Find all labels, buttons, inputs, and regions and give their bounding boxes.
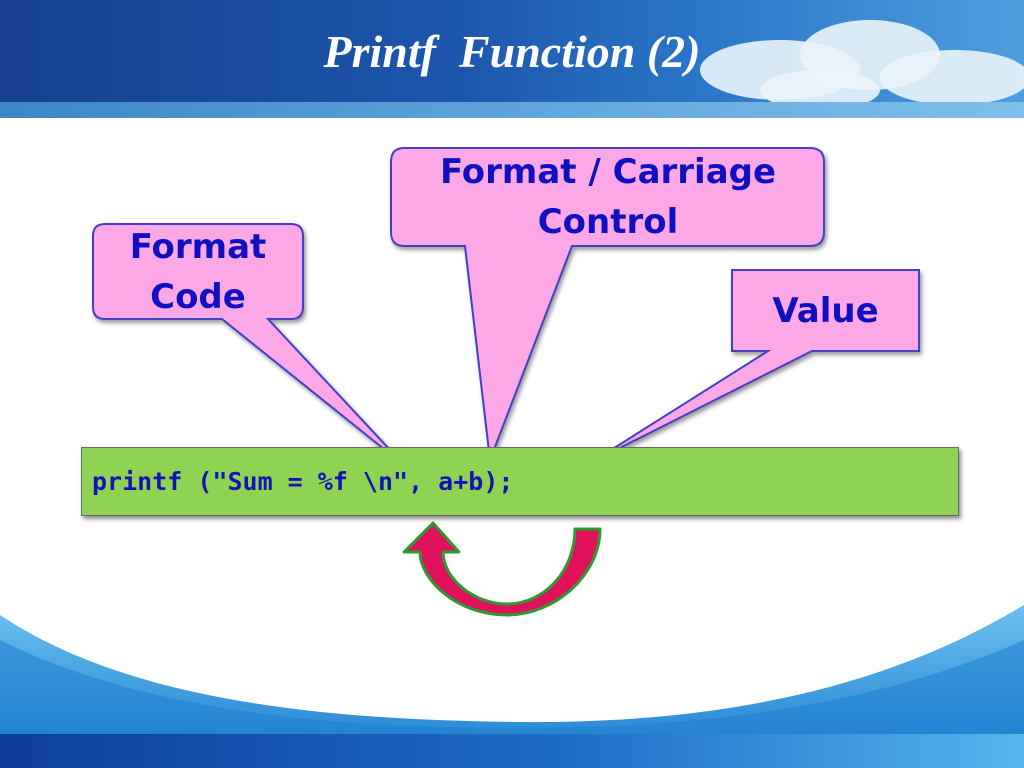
- bottom-wave: [0, 605, 1024, 735]
- slide-header: [0, 0, 1024, 102]
- slide-title: Printf Function (2): [323, 26, 701, 77]
- slide-footer: [0, 734, 1024, 768]
- format-code-balloon: [92, 223, 406, 467]
- value-label: Value: [772, 291, 879, 331]
- header-strip: [0, 102, 1024, 118]
- cloud-decoration: [880, 50, 1024, 102]
- cloud-decoration: [760, 70, 880, 102]
- code-box: printf ("Sum = %f \n", a+b);: [81, 447, 959, 516]
- format-code-label: Format Code: [129, 227, 267, 317]
- format-carriage-balloon: [390, 147, 825, 461]
- format-carriage-label: Format / Carriage Control: [439, 152, 777, 242]
- code-line: printf ("Sum = %f \n", a+b);: [92, 467, 514, 496]
- value-balloon: [591, 269, 920, 463]
- curved-arrow-icon: [402, 521, 602, 617]
